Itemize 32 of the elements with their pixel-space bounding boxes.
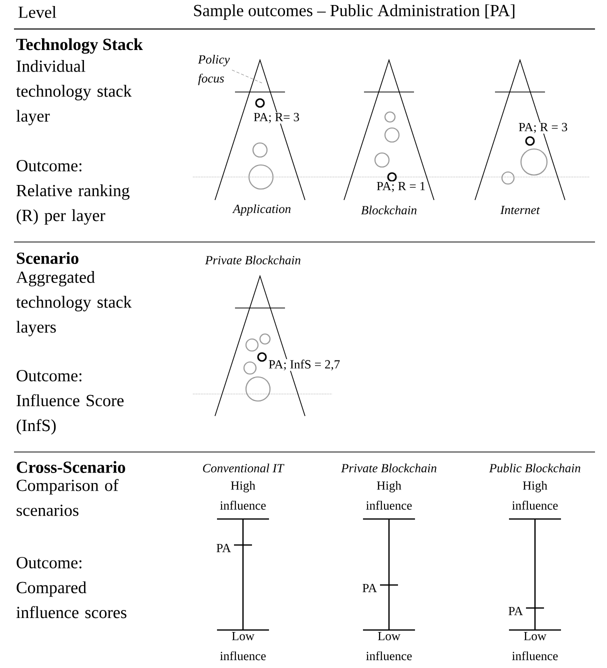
caption-text: Internet	[500, 206, 540, 214]
description-text: Outcome: Relative ranking (R) per layer	[16, 160, 130, 225]
caption-text: Conventional IT	[203, 464, 284, 472]
value-label: PA; InfS = 2,7	[268, 359, 341, 371]
value-label: PA	[362, 584, 377, 592]
heading-text: Sample outcomes – Public Administration [PA]	[194, 4, 514, 20]
scale-label: High influence	[512, 481, 558, 510]
description-text: Aggregated technology stack layers	[16, 271, 132, 336]
scale-label: Low influence	[366, 632, 412, 660]
scale-label: High influence	[366, 481, 412, 510]
value-label: PA; R = 1	[376, 181, 426, 193]
level-title: Technology Stack	[16, 38, 143, 54]
scale-label: High influence	[220, 481, 266, 510]
leader-line	[232, 70, 262, 84]
value-label: PA; R= 3	[253, 112, 300, 124]
level-title: Scenario	[16, 252, 78, 264]
value-label: PA; R = 3	[518, 122, 568, 134]
level-title: Cross-Scenario	[16, 461, 126, 473]
value-label: PA	[508, 606, 523, 616]
description-text: Individual technology stack layer	[16, 60, 132, 126]
caption-text: Private Blockchain	[205, 256, 300, 264]
value-label: PA	[216, 544, 231, 552]
scale-label: Low influence	[220, 632, 266, 660]
caption-text: Private Blockchain	[341, 464, 436, 472]
caption-text: Public Blockchain	[489, 464, 580, 472]
heading-text: Level	[18, 6, 56, 18]
description-text: Comparison of scenarios	[16, 479, 119, 516]
scale-label: Low influence	[512, 632, 558, 660]
caption-text: Blockchain	[361, 206, 416, 214]
annotation-text: Policy focus	[198, 54, 230, 86]
description-text: Outcome: Influence Score (InfS)	[16, 370, 124, 435]
description-text: Outcome: Compared influence scores	[16, 557, 126, 618]
